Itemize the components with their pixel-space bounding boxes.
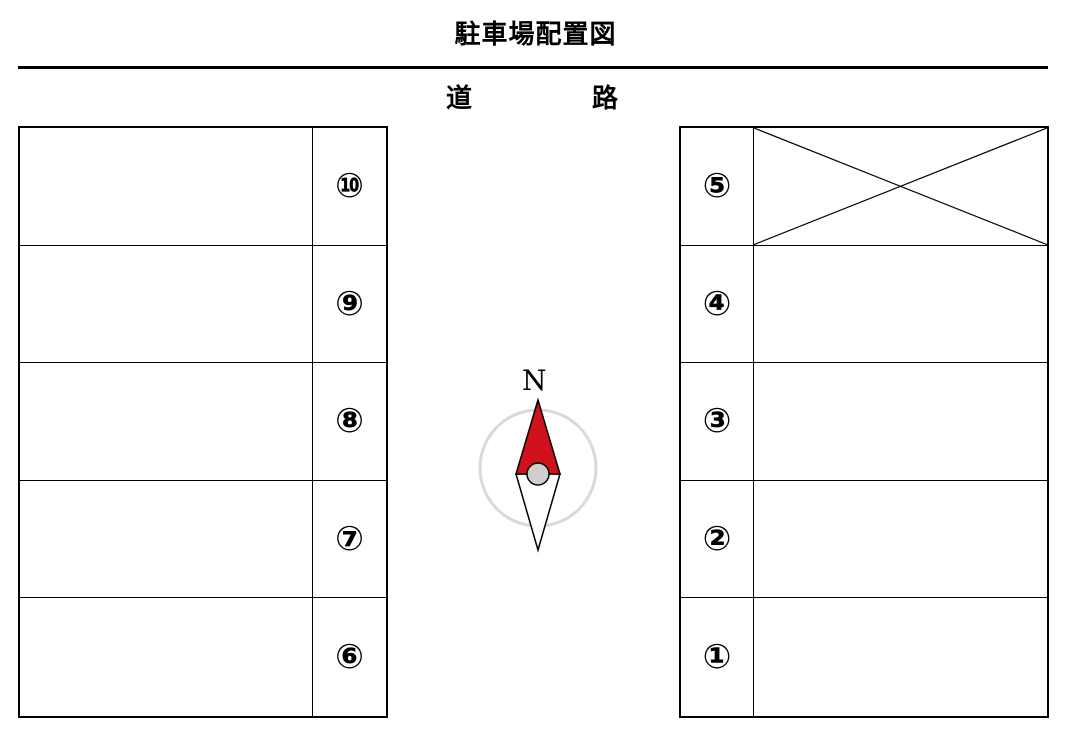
space-number-9: ⑨ (313, 246, 386, 364)
space-number-1: ① (681, 598, 754, 716)
space-number-2: ② (681, 480, 754, 599)
road-label-char-2: 路 (592, 84, 619, 114)
parking-area-9[interactable] (20, 245, 313, 364)
space-number-6: ⑥ (335, 637, 364, 678)
compass-hub (526, 462, 550, 486)
parking-area-6[interactable] (20, 598, 313, 716)
space-number-3: ③ (681, 363, 754, 481)
page-title: 駐車場配置図 (454, 20, 617, 50)
parking-block-left: ⑩ ⑨ ⑧ ⑦ ⑥ (18, 126, 388, 718)
parking-area-8[interactable] (20, 363, 313, 481)
road-label-char-1: 道 (446, 84, 473, 114)
space-number-4: ④ (681, 245, 754, 364)
parking-area-3[interactable] (754, 363, 1047, 481)
road-edge-line (18, 66, 1048, 69)
parking-block-right: ⑤ ④ ③ ② ① (679, 126, 1049, 718)
compass-icon (478, 397, 598, 553)
space-number-5: ⑤ (681, 128, 754, 246)
compass-north-label: N (522, 364, 547, 397)
compass: N (470, 360, 610, 560)
parking-area-5-unavailable (754, 128, 1047, 246)
unavailable-cross-icon (754, 128, 1047, 245)
parking-area-2[interactable] (754, 481, 1047, 599)
space-number-8: ⑧ (313, 363, 386, 481)
space-number-7: ⑦ (313, 481, 386, 599)
space-number-10: ⑩ (313, 128, 386, 246)
parking-area-10[interactable] (20, 128, 313, 246)
parking-area-7[interactable] (20, 480, 313, 599)
parking-area-1[interactable] (754, 598, 1047, 716)
parking-area-4[interactable] (754, 246, 1047, 364)
